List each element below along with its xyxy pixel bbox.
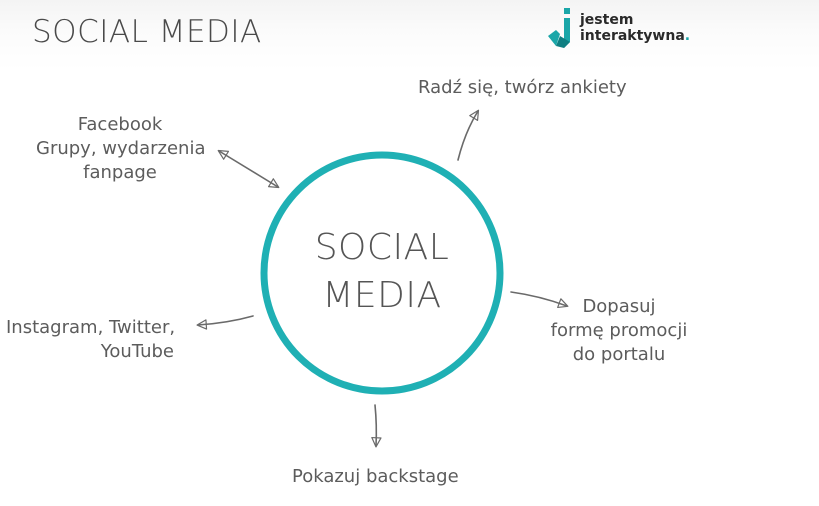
node-radz: Radź się, twórz ankiety	[418, 76, 627, 100]
node-backstage: Pokazuj backstage	[292, 465, 459, 489]
node-facebook-line1: Facebook	[77, 114, 163, 135]
logo-line1: jestem	[580, 12, 634, 28]
logo-text: jestem interaktywna.	[580, 12, 690, 44]
node-facebook: Facebook Grupy, wydarzenia fanpage	[36, 113, 206, 185]
node-dopasuj-line3: do portalu	[572, 344, 666, 365]
node-dopasuj-line1: Dopasuj	[582, 296, 656, 317]
arrow-to-facebook	[217, 149, 280, 189]
center-label-line1: SOCIAL	[314, 227, 450, 268]
node-dopasuj: Dopasuj formę promocji do portalu	[544, 295, 694, 367]
center-label-line2: MEDIA	[322, 275, 442, 316]
node-facebook-line3: fanpage	[83, 162, 157, 183]
node-backstage-line1: Pokazuj backstage	[292, 466, 459, 487]
logo-line2: interaktywna.	[580, 28, 690, 44]
arrow-to-dopasuj	[510, 291, 569, 309]
node-instagram-line1: Instagram, Twitter,	[6, 317, 176, 338]
node-radz-line1: Radź się, twórz ankiety	[418, 77, 627, 98]
logo-dot: .	[684, 28, 691, 44]
logo-line2-text: interaktywna	[580, 28, 685, 44]
arrow-to-instagram	[196, 315, 254, 330]
node-instagram: Instagram, Twitter, YouTube	[6, 316, 176, 364]
slide-title: SOCIAL MEDIA	[32, 14, 262, 50]
logo-mark-icon	[548, 8, 570, 48]
node-facebook-line2: Grupy, wydarzenia	[36, 138, 206, 159]
center-ring	[260, 151, 504, 395]
node-dopasuj-line2: formę promocji	[550, 320, 688, 341]
arrow-to-radz	[457, 109, 480, 161]
node-instagram-line2: YouTube	[100, 341, 174, 362]
arrow-to-backstage	[371, 404, 382, 448]
logo: jestem interaktywna.	[542, 6, 702, 52]
center-label: SOCIAL MEDIA	[258, 224, 506, 320]
